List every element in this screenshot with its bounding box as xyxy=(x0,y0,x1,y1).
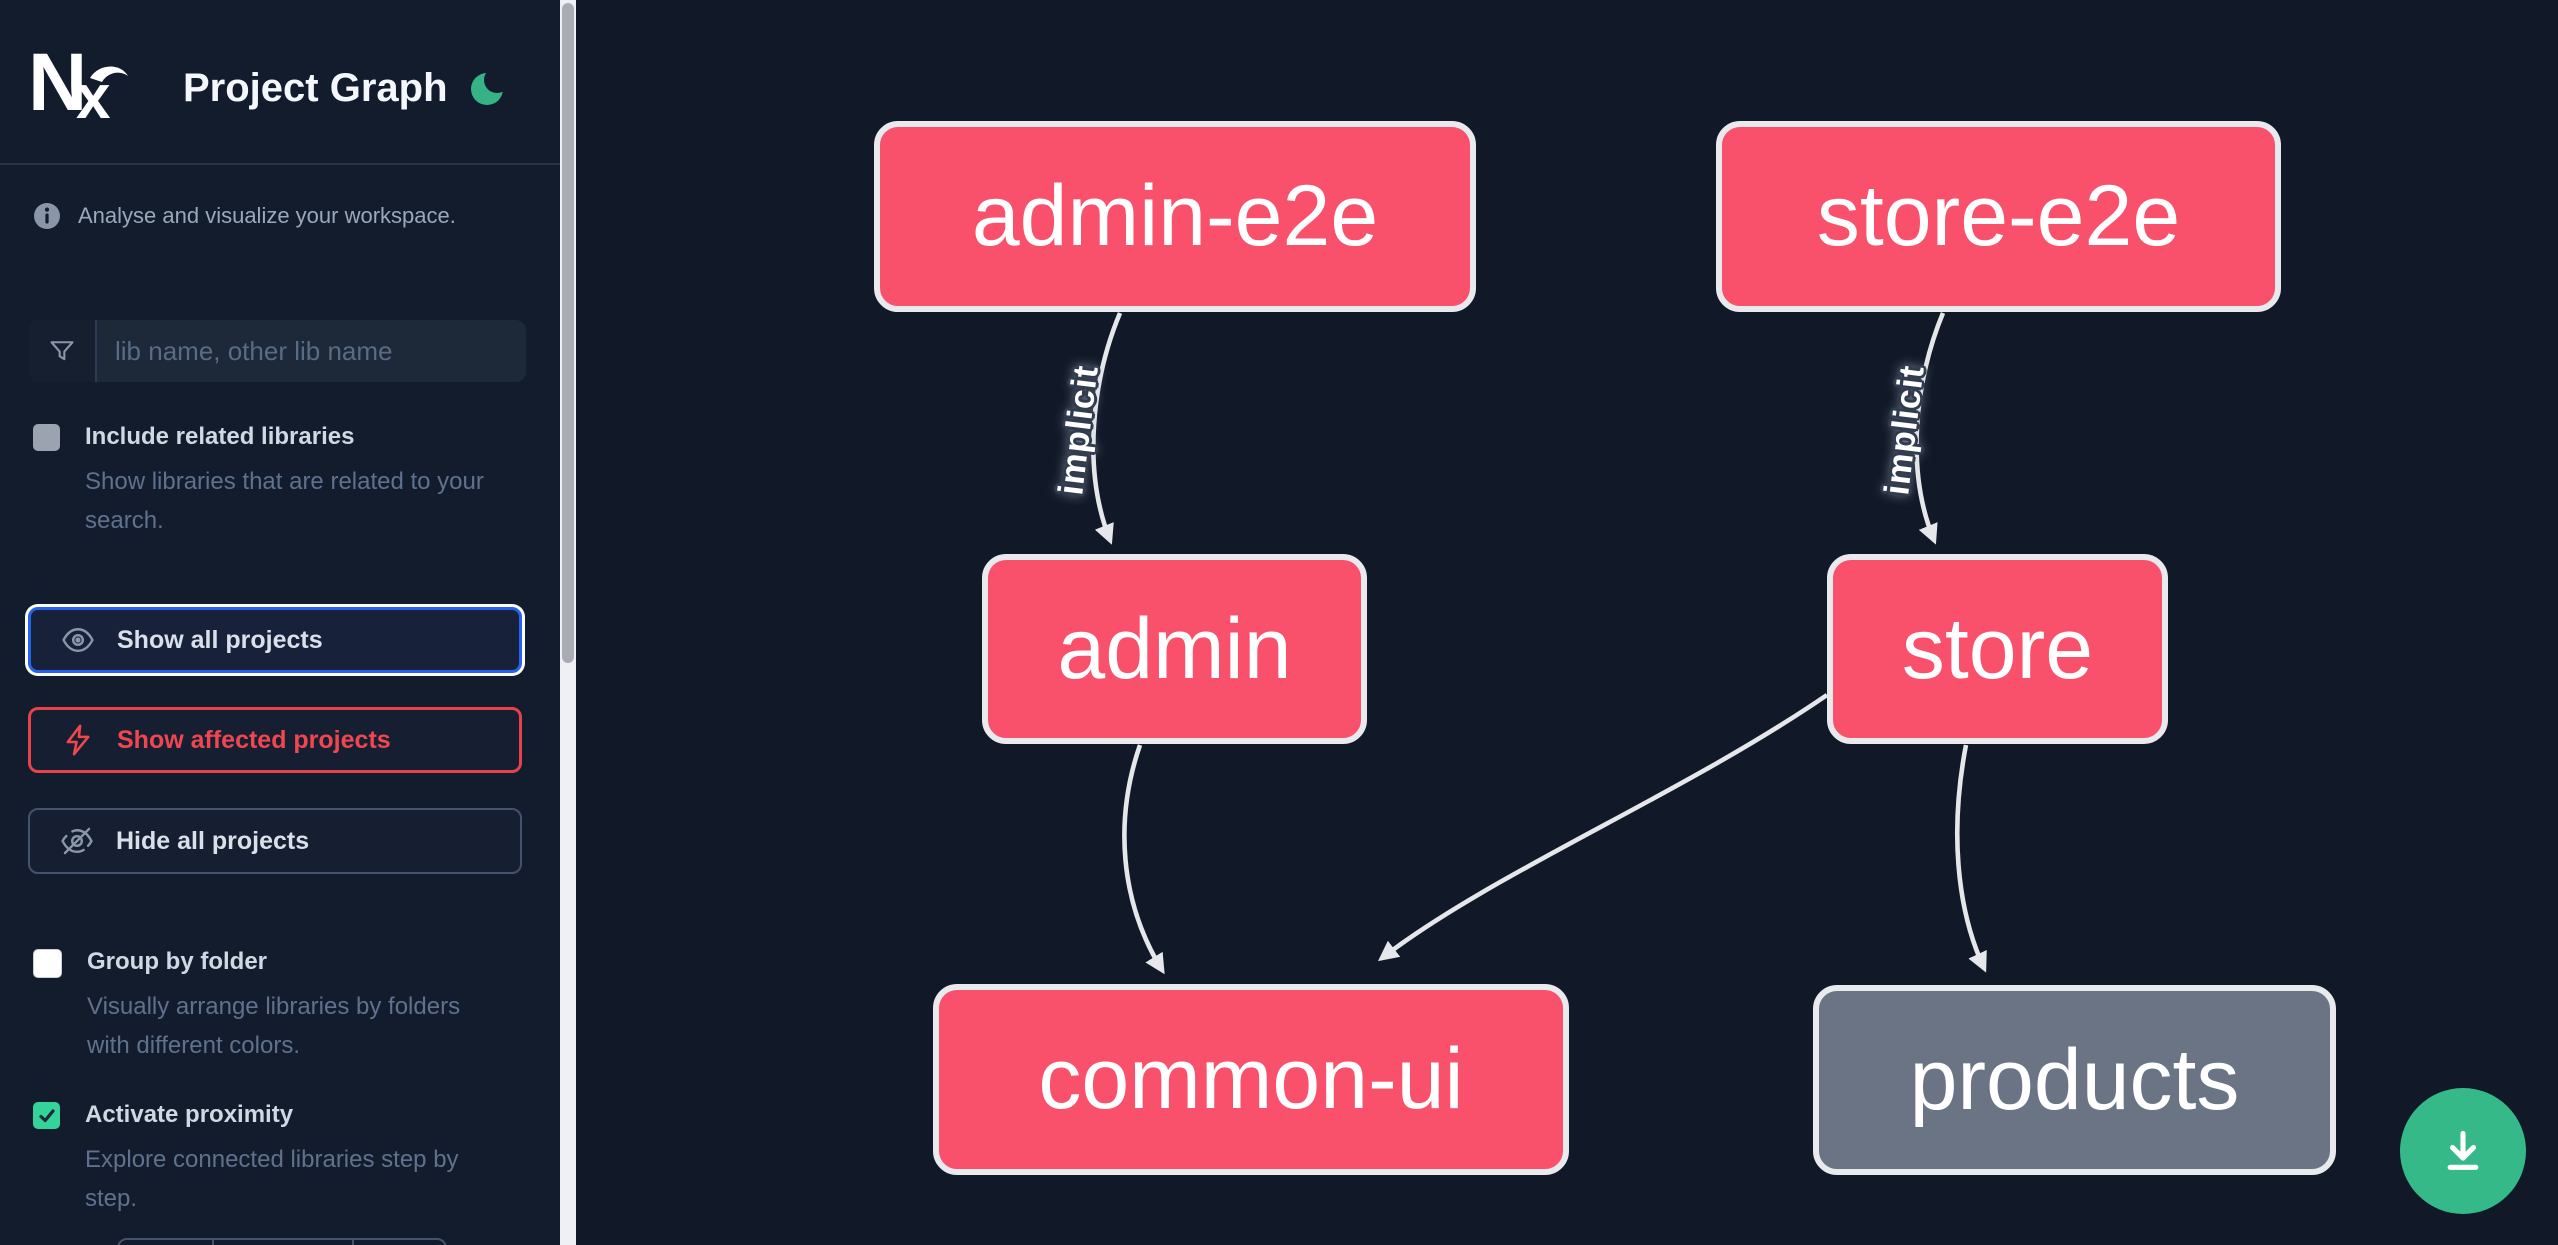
checkbox-description: Show libraries that are related to your … xyxy=(85,468,484,534)
project-node-admin[interactable]: admin xyxy=(982,554,1367,744)
sidebar: N x Project Graph Analyse and visualize … xyxy=(0,0,560,1245)
search-box xyxy=(29,320,526,382)
hide-all-projects-button[interactable]: Hide all projects xyxy=(28,808,522,874)
show-all-projects-button[interactable]: Show all projects xyxy=(28,607,522,673)
check-icon xyxy=(38,1108,55,1122)
download-icon xyxy=(2447,1130,2479,1170)
search-input[interactable] xyxy=(97,320,526,382)
bolt-icon xyxy=(66,724,90,756)
graph-canvas[interactable]: implicit implicit admin-e2e store-e2e ad… xyxy=(576,0,2558,1245)
project-node-products[interactable]: products xyxy=(1813,985,2336,1175)
page-title: Project Graph xyxy=(183,66,448,110)
show-affected-projects-button[interactable]: Show affected projects xyxy=(28,707,522,773)
button-label: Show all projects xyxy=(117,625,323,654)
project-node-common-ui[interactable]: common-ui xyxy=(933,984,1569,1175)
include-related-row: Include related libraries Show libraries… xyxy=(33,423,499,540)
svg-text:N: N xyxy=(28,48,87,120)
activate-proximity-row: Activate proximity Explore connected lib… xyxy=(33,1101,499,1218)
activate-proximity-checkbox[interactable] xyxy=(33,1102,60,1129)
funnel-icon xyxy=(50,341,74,361)
dependency-edges xyxy=(1091,312,1987,975)
checkbox-description: Visually arrange libraries by folders wi… xyxy=(87,993,461,1059)
theme-toggle-button[interactable] xyxy=(466,66,510,110)
moon-icon xyxy=(471,67,510,105)
checkbox-label: Group by folder xyxy=(87,948,267,975)
proximity-depth-stepper[interactable] xyxy=(117,1238,447,1245)
stepper-divider xyxy=(212,1240,214,1245)
project-node-store[interactable]: store xyxy=(1827,554,2168,744)
project-node-admin-e2e[interactable]: admin-e2e xyxy=(874,121,1476,312)
checkbox-label: Activate proximity xyxy=(85,1101,294,1128)
project-node-store-e2e[interactable]: store-e2e xyxy=(1716,121,2281,312)
eye-icon xyxy=(62,628,94,652)
divider xyxy=(0,163,560,165)
eye-off-icon xyxy=(61,827,93,855)
checkbox-label: Include related libraries xyxy=(85,423,355,450)
tagline: Analyse and visualize your workspace. xyxy=(78,203,456,228)
download-graph-button[interactable] xyxy=(2400,1088,2526,1214)
group-by-folder-checkbox[interactable] xyxy=(33,949,62,978)
workspace-info: Analyse and visualize your workspace. xyxy=(33,202,456,230)
nx-logo: N x xyxy=(28,48,128,120)
info-icon xyxy=(34,203,60,229)
checkbox-description: Explore connected libraries step by step… xyxy=(85,1146,459,1212)
sidebar-header: N x Project Graph xyxy=(0,0,560,163)
stepper-divider xyxy=(352,1240,354,1245)
sidebar-scrollbar-thumb[interactable] xyxy=(562,3,574,663)
button-label: Hide all projects xyxy=(116,826,310,855)
filter-icon-cell xyxy=(29,320,97,382)
edge-store-e2e-store[interactable] xyxy=(1914,312,1946,545)
button-label: Show affected projects xyxy=(117,725,391,754)
edge-store-common-ui[interactable] xyxy=(1377,693,1829,962)
group-by-folder-row: Group by folder Visually arrange librari… xyxy=(33,948,501,1065)
edge-admin-e2e-admin[interactable] xyxy=(1091,312,1123,545)
edge-store-products[interactable] xyxy=(1954,744,1987,973)
edge-admin-common-ui[interactable] xyxy=(1122,744,1165,975)
include-related-checkbox[interactable] xyxy=(33,424,60,451)
sidebar-scrollbar[interactable] xyxy=(560,0,576,1245)
